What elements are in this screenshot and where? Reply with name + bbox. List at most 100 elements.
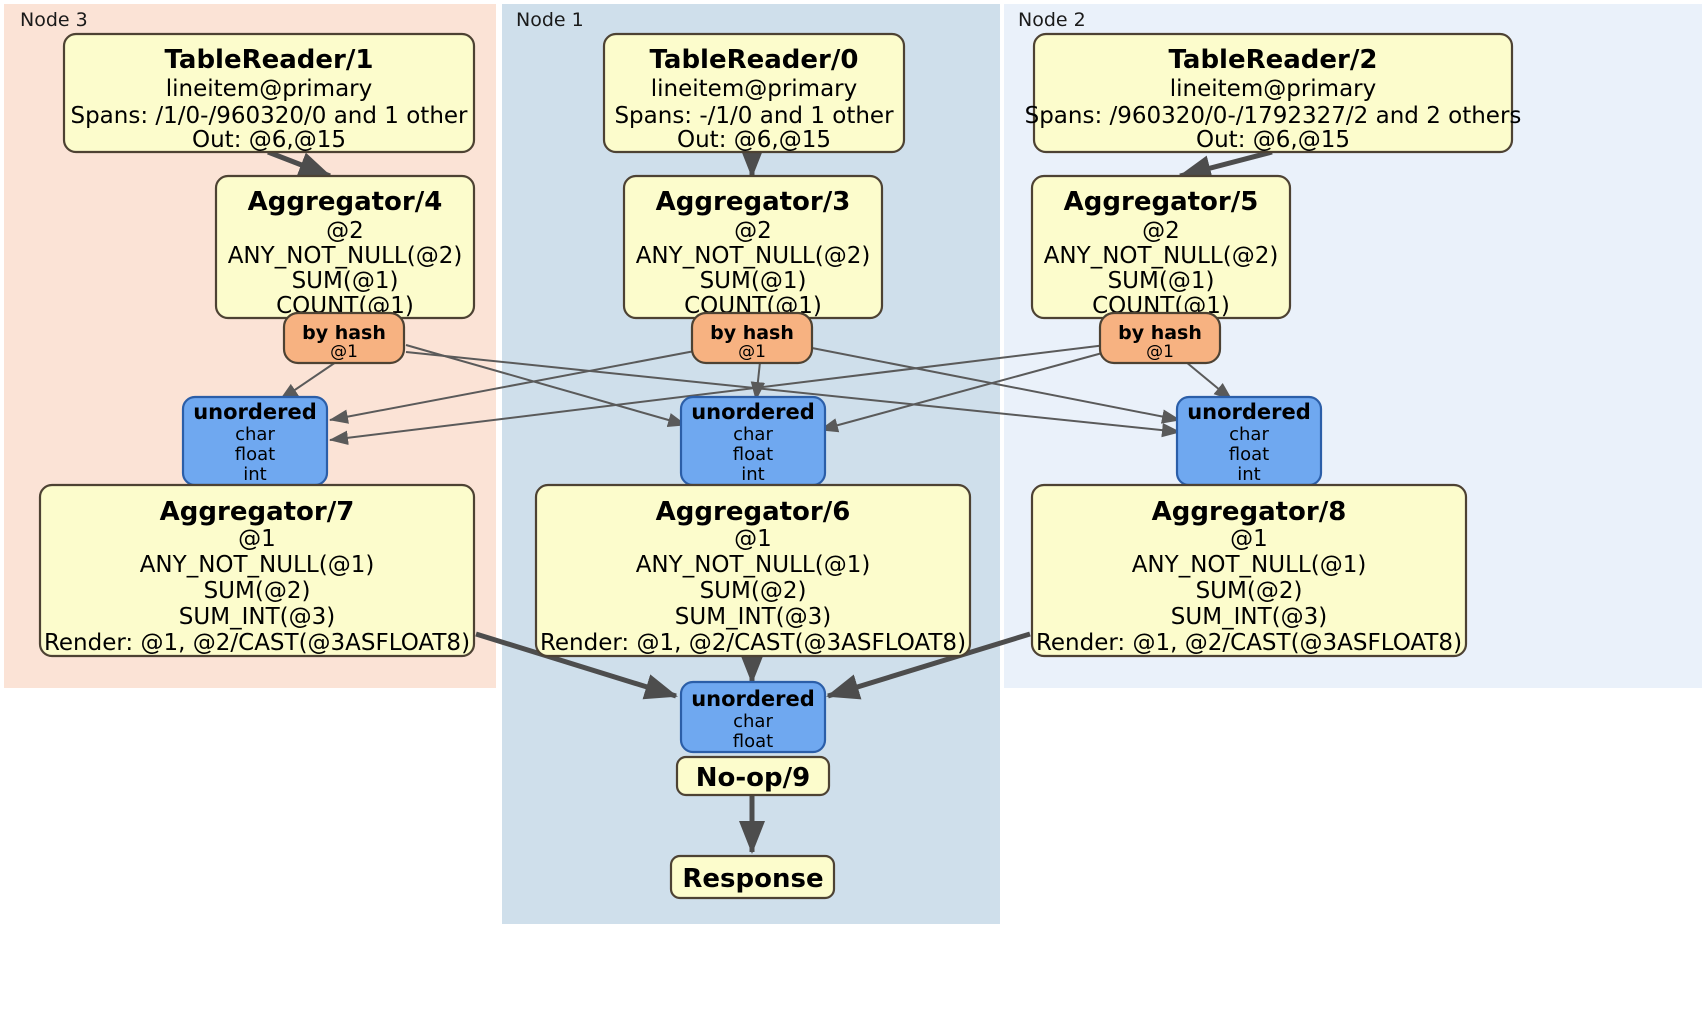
processor-line: Render: @1, @2/CAST(@3ASFLOAT8): [44, 630, 470, 656]
synchronizer-line: float: [235, 444, 275, 465]
router-line: @1: [738, 342, 766, 362]
processor-line: @2: [326, 218, 364, 244]
processor-aggregator-4[interactable]: Aggregator/4 @2 ANY_NOT_NULL(@2) SUM(@1)…: [214, 174, 476, 320]
processor-line: Spans: /1/0-/960320/0 and 1 other: [70, 103, 468, 129]
processor-line: SUM(@1): [292, 268, 399, 294]
processor-aggregator-7[interactable]: Aggregator/7 @1 ANY_NOT_NULL(@1) SUM(@2)…: [38, 483, 476, 658]
processor-line: ANY_NOT_NULL(@1): [1132, 552, 1367, 578]
router-by-hash-center[interactable]: by hash @1: [690, 311, 814, 365]
processor-title: Response: [682, 864, 823, 894]
processor-line: Out: @6,@15: [1196, 127, 1350, 153]
synchronizer-unordered-final[interactable]: unordered char float: [679, 680, 827, 754]
processor-response[interactable]: Response: [669, 854, 836, 900]
processor-line: SUM(@2): [1196, 578, 1303, 604]
synchronizer-line: char: [733, 711, 773, 732]
processor-line: SUM_INT(@3): [675, 604, 831, 630]
processor-line: @2: [734, 218, 772, 244]
processor-aggregator-3[interactable]: Aggregator/3 @2 ANY_NOT_NULL(@2) SUM(@1)…: [622, 174, 884, 320]
edge-tablereader1-to-aggregator4: [267, 149, 332, 179]
edge-aggregator8-to-unordered-final: [826, 631, 1031, 700]
processor-line: Out: @6,@15: [677, 127, 831, 153]
router-by-hash-left[interactable]: by hash @1: [282, 311, 406, 365]
synchronizer-line: float: [733, 444, 773, 465]
processor-title: Aggregator/5: [1064, 187, 1259, 217]
processor-tablereader-2[interactable]: TableReader/2 lineitem@primary Spans: /9…: [1025, 32, 1522, 154]
edge-byhash-center-to-unordered-right: [811, 347, 1181, 424]
processor-line: ANY_NOT_NULL(@2): [1044, 243, 1279, 269]
processor-line: Spans: /960320/0-/1792327/2 and 2 others: [1025, 103, 1522, 129]
processor-line: lineitem@primary: [651, 76, 857, 102]
processor-title: Aggregator/4: [248, 187, 443, 217]
router-title: by hash: [302, 322, 386, 344]
panel-label-node1: Node 1: [516, 9, 584, 31]
processor-line: SUM(@1): [1108, 268, 1215, 294]
processor-line: Spans: -/1/0 and 1 other: [614, 103, 894, 129]
processor-title: Aggregator/7: [160, 497, 355, 527]
edge-byhash-left-to-unordered-center: [405, 344, 687, 427]
processor-line: Out: @6,@15: [192, 127, 346, 153]
synchronizer-line: char: [733, 424, 773, 445]
router-by-hash-right[interactable]: by hash @1: [1098, 311, 1222, 365]
processor-title: TableReader/1: [165, 45, 374, 75]
processor-title: Aggregator/8: [1152, 497, 1347, 527]
edge-byhash-right-to-unordered-center: [819, 351, 1107, 433]
synchronizer-line: float: [733, 731, 773, 752]
processor-line: ANY_NOT_NULL(@1): [140, 552, 375, 578]
synchronizer-unordered-left[interactable]: unordered char float int: [181, 395, 329, 487]
processor-title: No-op/9: [696, 763, 810, 793]
processor-aggregator-8[interactable]: Aggregator/8 @1 ANY_NOT_NULL(@1) SUM(@2)…: [1030, 483, 1468, 658]
processor-tablereader-1[interactable]: TableReader/1 lineitem@primary Spans: /1…: [62, 32, 476, 154]
synchronizer-line: float: [1229, 444, 1269, 465]
edge-byhash-center-to-unordered-center: [750, 361, 766, 401]
processor-line: ANY_NOT_NULL(@2): [228, 243, 463, 269]
processor-title: TableReader/0: [650, 45, 859, 75]
router-line: @1: [1146, 342, 1174, 362]
router-title: by hash: [1118, 322, 1202, 344]
processor-line: lineitem@primary: [166, 76, 372, 102]
processor-title: Aggregator/3: [656, 187, 851, 217]
processor-noop-9[interactable]: No-op/9: [675, 755, 831, 797]
processor-line: lineitem@primary: [1170, 76, 1376, 102]
processor-line: SUM(@2): [700, 578, 807, 604]
synchronizer-title: unordered: [691, 400, 815, 424]
synchronizer-line: int: [243, 464, 266, 485]
edge-tablereader2-to-aggregator5: [1178, 149, 1273, 181]
edge-byhash-center-to-unordered-left: [329, 349, 701, 424]
synchronizer-unordered-right[interactable]: unordered char float int: [1175, 395, 1323, 487]
panel-label-node2: Node 2: [1018, 9, 1086, 31]
edge-byhash-right-to-unordered-right: [1185, 361, 1233, 401]
processor-line: ANY_NOT_NULL(@2): [636, 243, 871, 269]
processor-line: SUM_INT(@3): [179, 604, 335, 630]
processor-line: @1: [1230, 526, 1268, 552]
processor-line: @1: [734, 526, 772, 552]
processor-aggregator-5[interactable]: Aggregator/5 @2 ANY_NOT_NULL(@2) SUM(@1)…: [1030, 174, 1292, 320]
processor-tablereader-0[interactable]: TableReader/0 lineitem@primary Spans: -/…: [602, 32, 906, 154]
processor-line: SUM(@2): [204, 578, 311, 604]
processor-line: ANY_NOT_NULL(@1): [636, 552, 871, 578]
processor-line: @1: [238, 526, 276, 552]
processor-line: SUM(@1): [700, 268, 807, 294]
synchronizer-line: int: [1237, 464, 1260, 485]
processor-line: SUM_INT(@3): [1171, 604, 1327, 630]
processor-line: Render: @1, @2/CAST(@3ASFLOAT8): [540, 630, 966, 656]
edge-byhash-right-to-unordered-left: [329, 344, 1107, 445]
router-line: @1: [330, 342, 358, 362]
synchronizer-title: unordered: [691, 687, 815, 711]
synchronizer-unordered-center[interactable]: unordered char float int: [679, 395, 827, 487]
edge-aggregator7-to-unordered-final: [475, 631, 678, 700]
synchronizer-line: char: [235, 424, 275, 445]
processor-line: Render: @1, @2/CAST(@3ASFLOAT8): [1036, 630, 1462, 656]
processor-title: TableReader/2: [1169, 45, 1378, 75]
processor-title: Aggregator/6: [656, 497, 851, 527]
synchronizer-title: unordered: [1187, 400, 1311, 424]
processor-line: @2: [1142, 218, 1180, 244]
processor-aggregator-6[interactable]: Aggregator/6 @1 ANY_NOT_NULL(@1) SUM(@2)…: [534, 483, 972, 658]
synchronizer-line: int: [741, 464, 764, 485]
router-title: by hash: [710, 322, 794, 344]
synchronizer-title: unordered: [193, 400, 317, 424]
panel-label-node3: Node 3: [20, 9, 88, 31]
edge-byhash-left-to-unordered-left: [279, 361, 337, 401]
edge-byhash-left-to-unordered-right: [405, 351, 1181, 438]
